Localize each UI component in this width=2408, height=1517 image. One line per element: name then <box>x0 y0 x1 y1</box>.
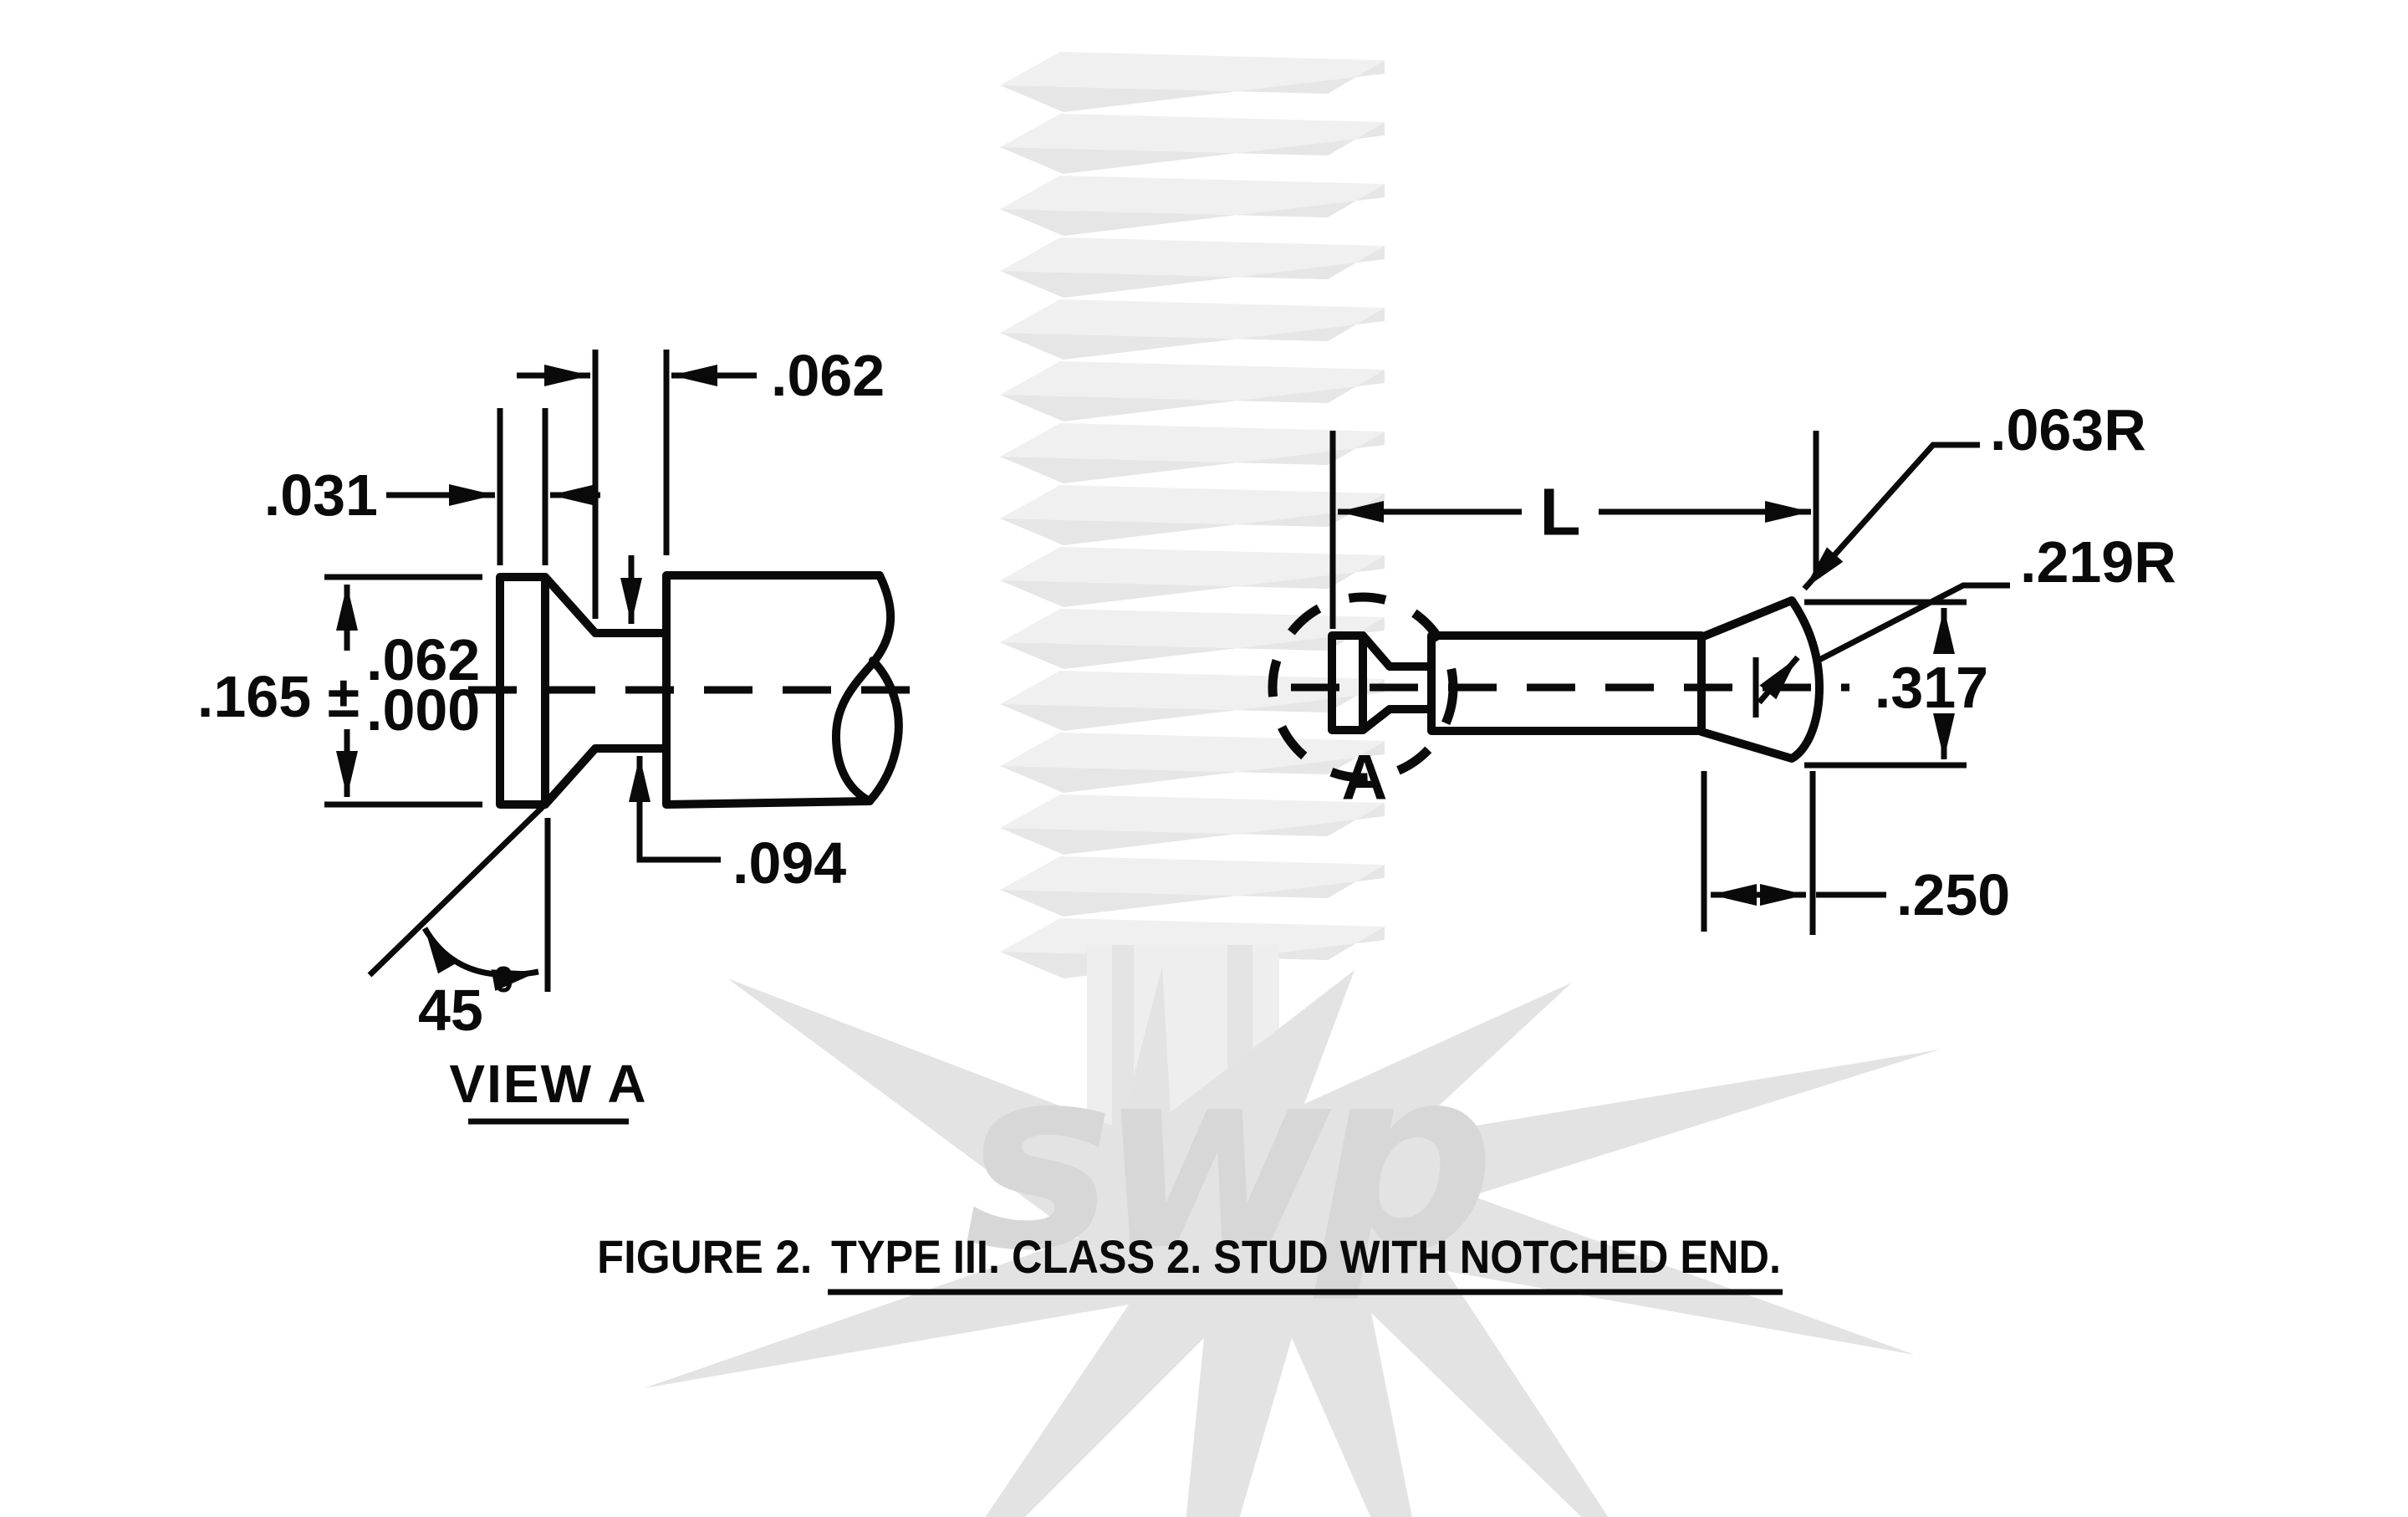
dim-label-tol-lower: .000 <box>366 677 480 743</box>
detail-shaft-break-curve <box>832 571 895 805</box>
dim-label-head-length: .250 <box>1896 862 2010 927</box>
watermark: swp <box>644 52 1940 1517</box>
detail-circle <box>1268 592 1458 783</box>
dim-label-tol-upper: .062 <box>366 627 480 692</box>
detail-shaft <box>662 571 884 809</box>
svg-text:FIGURE 2. TYPE III. CLA: FIGURE 2. TYPE III. CLASS 2. STUD WITH N… <box>597 1230 1781 1283</box>
radius-arrow <box>1757 655 1800 705</box>
figure-caption: FIGURE 2. TYPE III. CLASS 2. STUD WITH N… <box>597 1230 1783 1295</box>
detail-view-title: VIEW A <box>449 1054 647 1114</box>
leader-094 <box>636 853 721 863</box>
detail-view: .031 .062 .165 ± .062 .000 .094 45 0 VIE… <box>197 343 913 1125</box>
detail-cone-neck <box>541 573 671 809</box>
watermark-starburst <box>644 966 1940 1517</box>
leader-219R <box>1816 582 2010 664</box>
detail-shaft-break-lens <box>865 656 903 805</box>
watermark-logo-text: swp <box>965 1014 1488 1305</box>
stud-view: A L .063R .219R .317 .250 <box>1268 397 2176 935</box>
caption-prefix: FIGURE 2. <box>597 1230 824 1283</box>
dim-label-neck-diameter: .094 <box>732 830 846 896</box>
dim-label-chamfer-angle-sup: 0 <box>493 959 513 1000</box>
dim-label-disc-thickness: .031 <box>264 462 378 528</box>
dim-label-chamfer-angle: 45 <box>418 978 483 1043</box>
caption-underlined-text: TYPE III. CLASS 2. STUD WITH NOTCHED END… <box>831 1230 1781 1283</box>
leader-063R <box>1802 442 1980 591</box>
stud-disc <box>1328 631 1367 734</box>
stud-head <box>1697 596 1824 763</box>
stud-body <box>1427 631 1706 735</box>
dim-label-tip-radius: .063R <box>1990 397 2146 462</box>
dim-label-neck-width: .062 <box>771 343 885 408</box>
dim-label-length: L <box>1540 475 1581 549</box>
angle-arc <box>421 927 539 991</box>
detail-circle-label: A <box>1342 743 1388 814</box>
dim-label-head-diameter: .317 <box>1875 655 1988 720</box>
detail-disc <box>496 573 549 809</box>
dim-label-end-diameter: .165 ± <box>197 664 360 729</box>
stud-cone-neck <box>1359 631 1436 734</box>
dim-label-head-radius: .219R <box>2020 529 2176 595</box>
watermark-threaded-stud <box>1000 52 1385 1137</box>
chamfer-line <box>367 802 548 978</box>
